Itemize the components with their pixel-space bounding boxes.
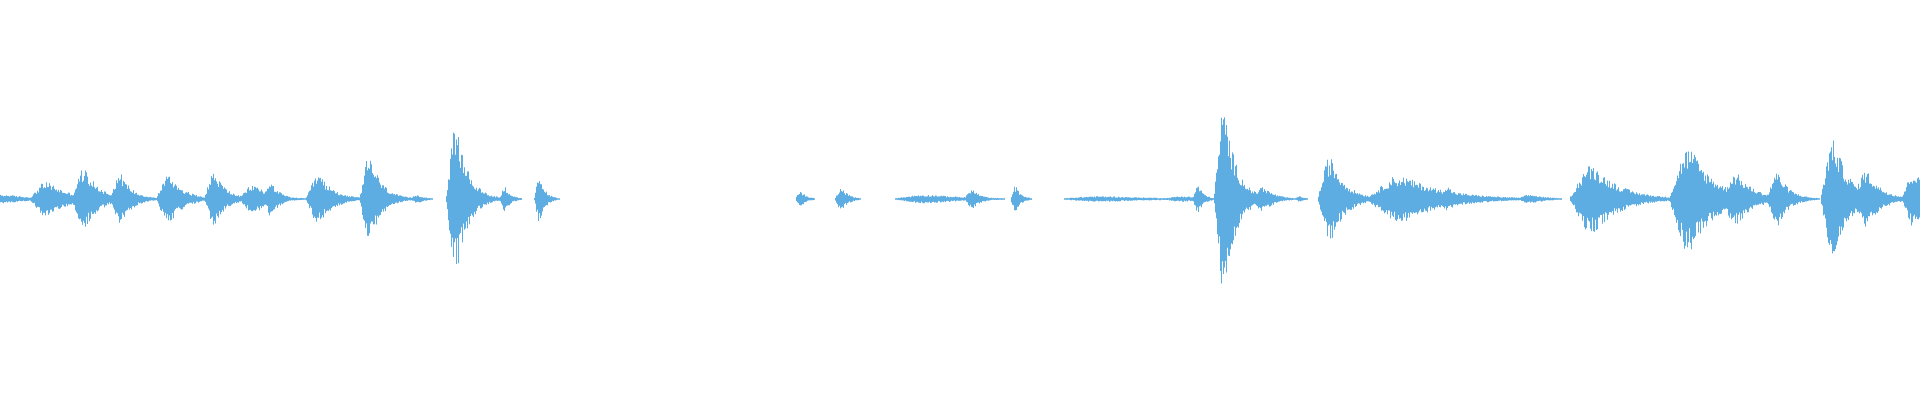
waveform-trace — [0, 117, 1920, 284]
waveform-samples — [0, 117, 1920, 284]
